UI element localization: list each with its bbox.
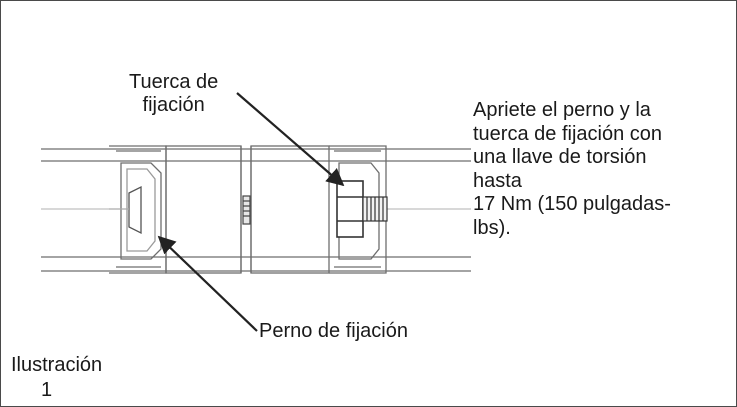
instruction-line: tuerca de fijación con: [473, 122, 663, 145]
instruction-line: Apriete el perno y la: [473, 99, 651, 121]
rail-lines: [41, 148, 471, 272]
bolt-leader-arrow: [157, 235, 258, 332]
instruction-line: hasta: [473, 169, 522, 192]
center-block: [165, 145, 330, 274]
figure-caption-title: Ilustración: [11, 354, 103, 376]
locking-nut: [336, 180, 364, 238]
nut-leader-arrow: [236, 92, 345, 187]
torque-instruction: Apriete el perno y la tuerca de fijación…: [473, 99, 671, 240]
instruction-line: lbs).: [473, 216, 511, 239]
instruction-line: una llave de torsión: [473, 146, 647, 168]
left-clamp: [109, 145, 167, 274]
locking-nut-label-line: fijación: [142, 94, 205, 116]
figure-caption: Ilustración 1: [11, 353, 102, 403]
locking-bolt-label: Perno de fijación: [259, 320, 408, 342]
center-spacer: [242, 195, 251, 225]
locking-nut-label-line: Tuerca de: [129, 71, 219, 93]
locking-nut-label: Tuerca de fijación: [129, 71, 218, 117]
figure-caption-number: 1: [41, 379, 53, 401]
threaded-bolt-end: [362, 196, 388, 222]
instruction-line: 17 Nm (150 pulgadas-: [473, 193, 671, 215]
